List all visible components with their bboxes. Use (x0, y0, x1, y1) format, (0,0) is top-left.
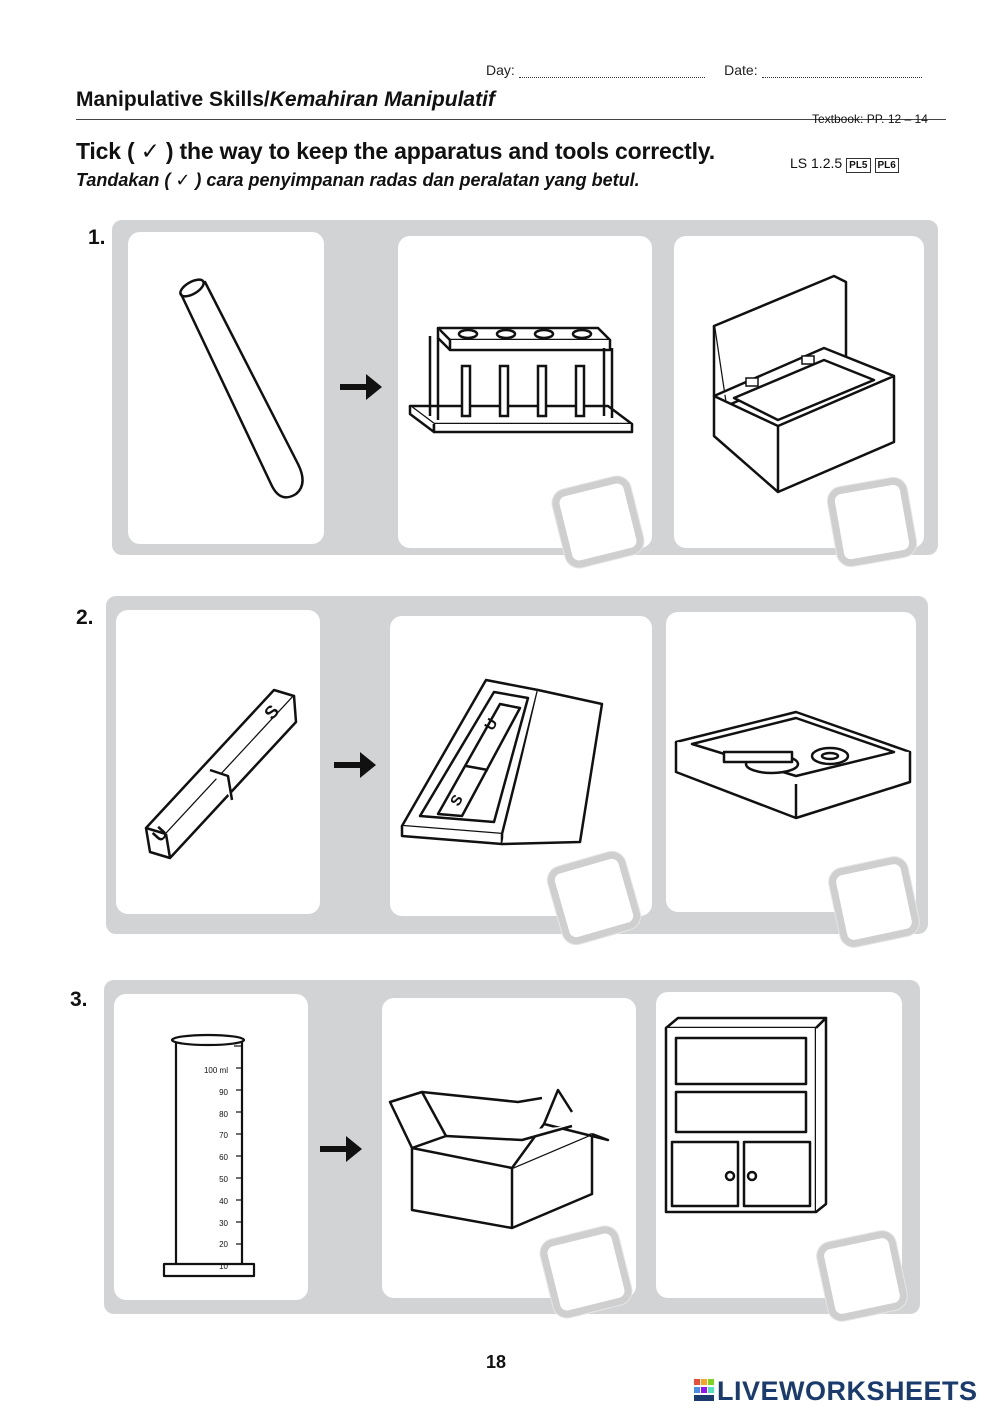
liveworksheets-logo: LIVEWORKSHEETS (694, 1376, 978, 1407)
tickbox-q1-option2[interactable] (825, 475, 919, 569)
day-label: Day: (486, 62, 515, 78)
arrow-icon (332, 748, 378, 782)
date-field[interactable] (761, 65, 922, 78)
option-panel-2 (656, 992, 902, 1298)
cabinet-icon (664, 1016, 828, 1214)
bar-magnet-icon (144, 688, 298, 860)
question-row-2: S U U S (106, 596, 928, 950)
item-panel (128, 232, 324, 544)
option-panel-1: U S (390, 616, 652, 916)
section-title: Manipulative Skills/Kemahiran Manipulati… (76, 88, 495, 112)
cylinder-mark: 20 (219, 1240, 228, 1250)
date-label: Date: (724, 62, 758, 78)
cylinder-scale: 100 ml 90 80 70 60 50 40 30 20 10 (192, 1060, 228, 1278)
section-title-ms: Kemahiran Manipulatif (269, 88, 495, 111)
tray-with-magnets-icon (674, 710, 912, 820)
page-number: 18 (486, 1352, 507, 1372)
day-date-line: Day: Date: (486, 62, 922, 78)
question-row-3: 100 ml 90 80 70 60 50 40 30 20 10 (104, 980, 920, 1324)
arrow-icon (338, 370, 384, 404)
arrow-icon (318, 1132, 364, 1166)
instruction-malay: Tandakan ( ✓ ) cara penyimpanan radas da… (76, 170, 640, 190)
pl-badge: PL5 (846, 158, 871, 173)
question-number: 2. (76, 606, 94, 629)
cylinder-mark: 90 (219, 1087, 228, 1097)
cardboard-box-icon (388, 1088, 610, 1230)
question-number: 3. (70, 988, 88, 1011)
day-field[interactable] (518, 65, 705, 78)
measuring-cylinder-icon (162, 1033, 256, 1278)
ls-code: LS 1.2.5 (790, 155, 843, 171)
cylinder-mark: 60 (219, 1153, 228, 1163)
cylinder-mark: 50 (219, 1174, 228, 1184)
textbook-reference: Textbook: PP. 12 – 14 (812, 112, 928, 126)
tickbox-q3-option2[interactable] (814, 1228, 910, 1324)
cylinder-mark: 80 (219, 1109, 228, 1119)
tickbox-q2-option2[interactable] (826, 854, 922, 950)
section-title-en: Manipulative Skills/ (76, 88, 270, 111)
cylinder-mark: 10 (219, 1262, 228, 1272)
test-tube-icon (179, 278, 304, 499)
cylinder-mark: 30 (219, 1218, 228, 1228)
magnet-case-icon (400, 678, 604, 846)
instruction-english: Tick ( ✓ ) the way to keep the apparatus… (76, 138, 715, 164)
option-panel-2 (666, 612, 916, 912)
brand-text: LIVEWORKSHEETS (717, 1376, 978, 1406)
test-tube-rack-icon (408, 326, 634, 434)
cylinder-mark: 40 (219, 1196, 228, 1206)
pl-badge: PL6 (874, 158, 899, 173)
cylinder-mark: 70 (219, 1131, 228, 1141)
cylinder-mark: 100 ml (203, 1066, 228, 1075)
liveworksheets-logo-icon (694, 1379, 714, 1401)
item-panel: S U (116, 610, 320, 914)
item-panel: 100 ml 90 80 70 60 50 40 30 20 10 (114, 994, 308, 1300)
open-box-with-lid-icon (712, 274, 896, 494)
title-rule (76, 119, 946, 120)
question-row-1 (112, 220, 938, 571)
question-number: 1. (88, 226, 106, 249)
